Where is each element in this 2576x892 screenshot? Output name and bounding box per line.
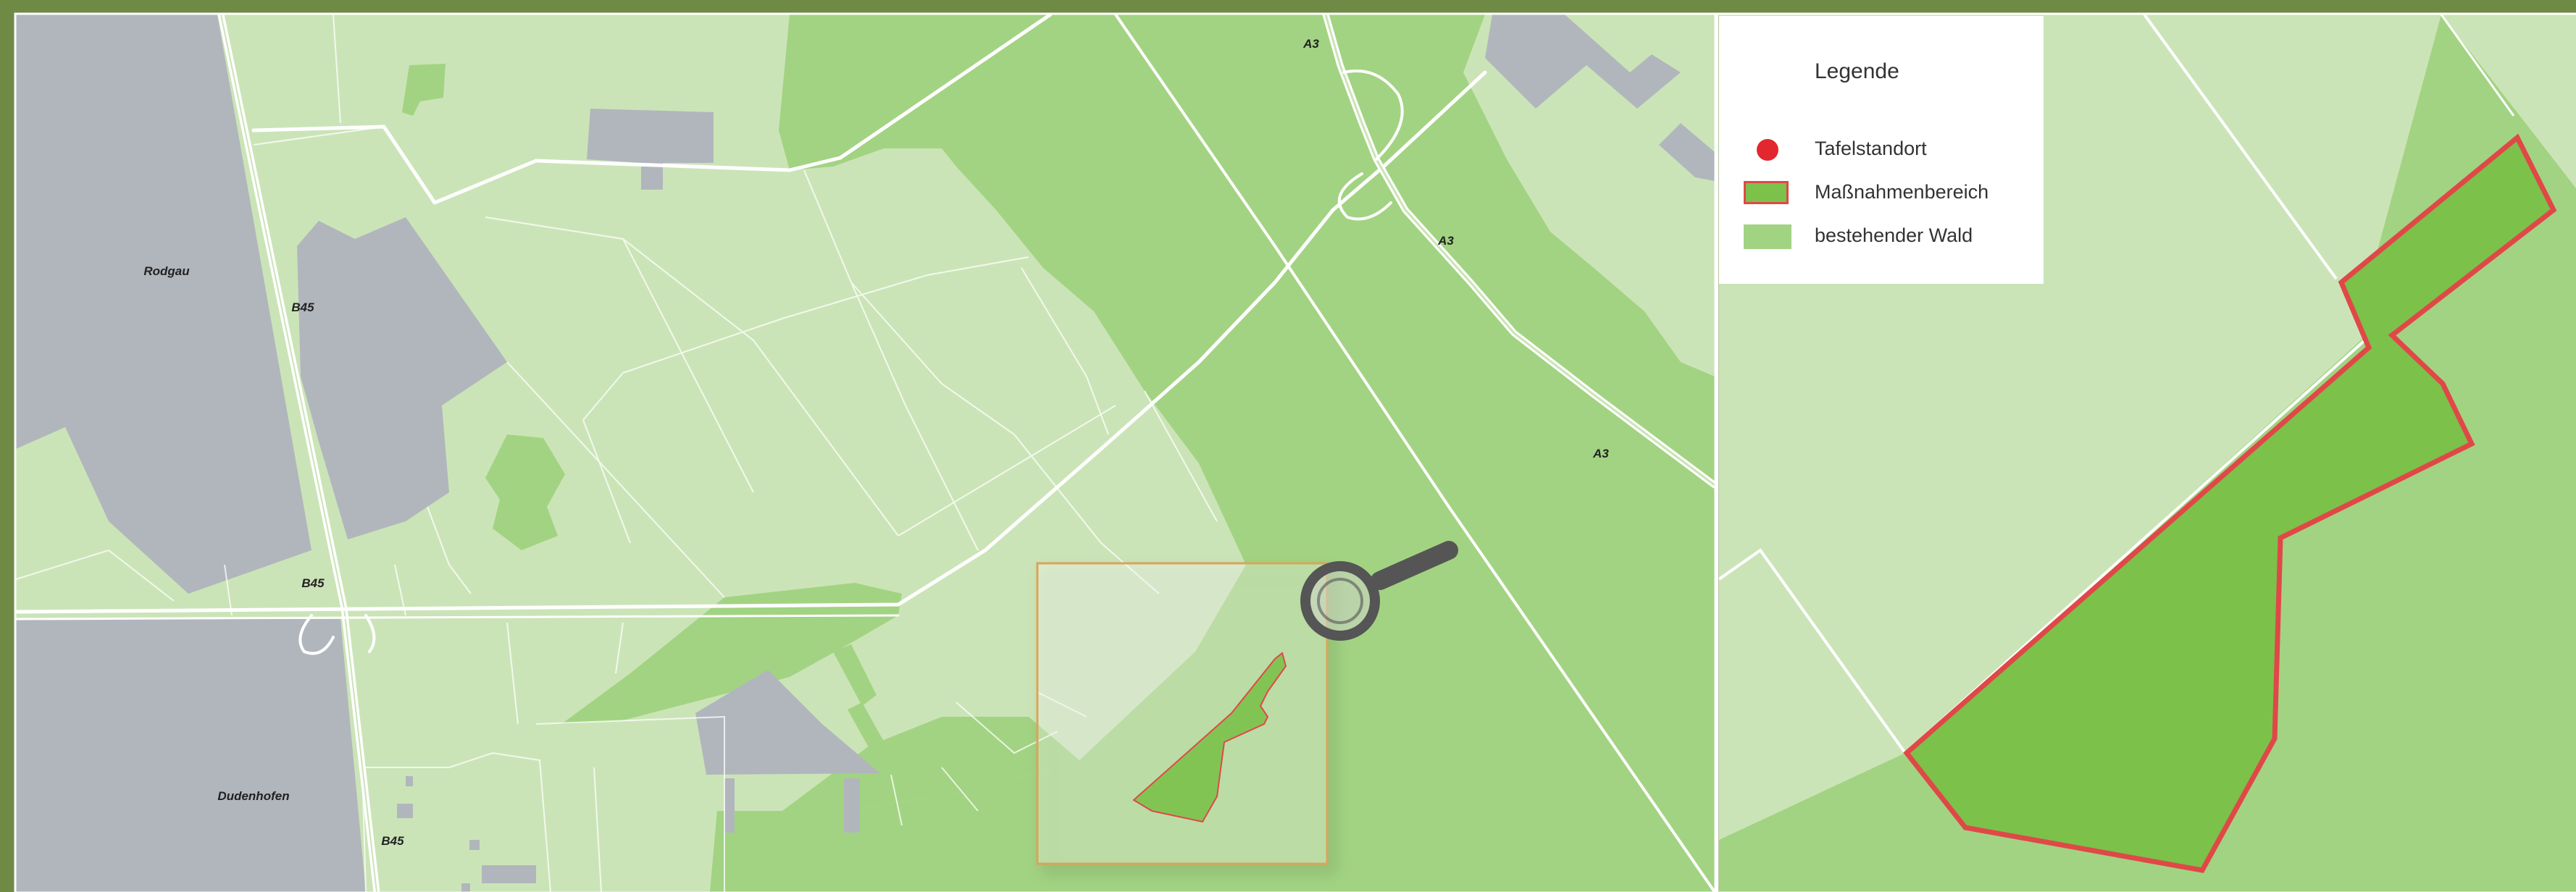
- zoom-measure-area: [1132, 652, 1287, 823]
- road-label-a3-north: A3: [1302, 37, 1319, 51]
- main-map: Rodgau Dudenhofen A3 A3 A3 B45 B45 B45: [16, 14, 1715, 892]
- map-labels: Rodgau Dudenhofen A3 A3 A3 B45 B45 B45: [143, 37, 1609, 848]
- detail-road-3: [1719, 548, 1907, 754]
- building-small-3: [397, 804, 413, 818]
- road-local-1: [16, 614, 900, 620]
- forest-strip-3: [848, 702, 898, 775]
- fields-east-top: [1463, 14, 1715, 376]
- building-ne-2: [1659, 123, 1715, 181]
- forest-strip: [561, 583, 902, 724]
- building-small-1: [724, 778, 735, 833]
- detail-measure-area: [1903, 133, 2557, 873]
- road-label-b45-north: B45: [291, 300, 314, 314]
- road-east-west: [16, 70, 1487, 614]
- legend-item-label: bestehender Wald: [1815, 224, 1973, 246]
- detail-map: [1719, 14, 2576, 892]
- legend-title: Legende: [1815, 59, 1899, 83]
- road-a3-ramp-1: [1342, 70, 1404, 161]
- building-ne: [1485, 14, 1681, 109]
- road-label-b45-south: B45: [381, 834, 404, 848]
- road-label-b45-mid: B45: [301, 576, 325, 590]
- rodgau-built-up: [16, 14, 311, 594]
- road-label-a3-mid: A3: [1437, 234, 1454, 248]
- forest-patch-1: [485, 434, 565, 550]
- measure-area-swatch-icon: [1744, 181, 1789, 204]
- road-b45-junction: [298, 614, 376, 655]
- road-a3-ramp-2: [1337, 172, 1392, 221]
- building-small-7: [461, 883, 470, 892]
- legend-item-label: Tafelstandort: [1815, 138, 1927, 159]
- building-small-6: [482, 865, 536, 883]
- industrial-area: [297, 217, 507, 539]
- forest-sw: [710, 717, 1079, 892]
- building-small-4: [406, 776, 413, 786]
- forest-nw-top: [1384, 14, 1463, 72]
- legend: Legende Tafelstandort Maßnahmenbereich b…: [1719, 16, 2044, 284]
- forest-swatch-icon: [1744, 224, 1791, 249]
- building-north: [587, 109, 714, 190]
- road-diagonal: [1114, 14, 1715, 892]
- town-label-rodgau: Rodgau: [143, 264, 190, 278]
- forest-east: [710, 14, 1715, 892]
- detail-road-1: [2143, 14, 2338, 280]
- road-a3-inner: [1324, 14, 1715, 487]
- road-label-a3-south: A3: [1592, 447, 1609, 460]
- building-small-5: [469, 840, 480, 850]
- zoom-inset: [1036, 562, 1329, 865]
- magnifier-icon: [1300, 541, 1458, 641]
- red-dot-icon: [1757, 139, 1778, 161]
- town-label-dudenhofen: Dudenhofen: [217, 789, 289, 803]
- road-north-link: [251, 14, 1053, 205]
- detail-fields-west: [1719, 550, 1905, 833]
- main-map-border: [14, 12, 1717, 892]
- forest-strip-2: [833, 644, 877, 706]
- detail-road-4: [2440, 14, 2515, 117]
- road-network: [16, 14, 1715, 892]
- building-south: [695, 670, 880, 775]
- legend-item-label: Maßnahmenbereich: [1815, 181, 1989, 203]
- dudenhofen-built-up: [16, 619, 366, 892]
- building-small-2: [844, 778, 860, 833]
- zoom-inset-frame: [1036, 562, 1329, 865]
- forest-patch-2: [402, 64, 446, 116]
- detail-map-border: [1716, 12, 2576, 892]
